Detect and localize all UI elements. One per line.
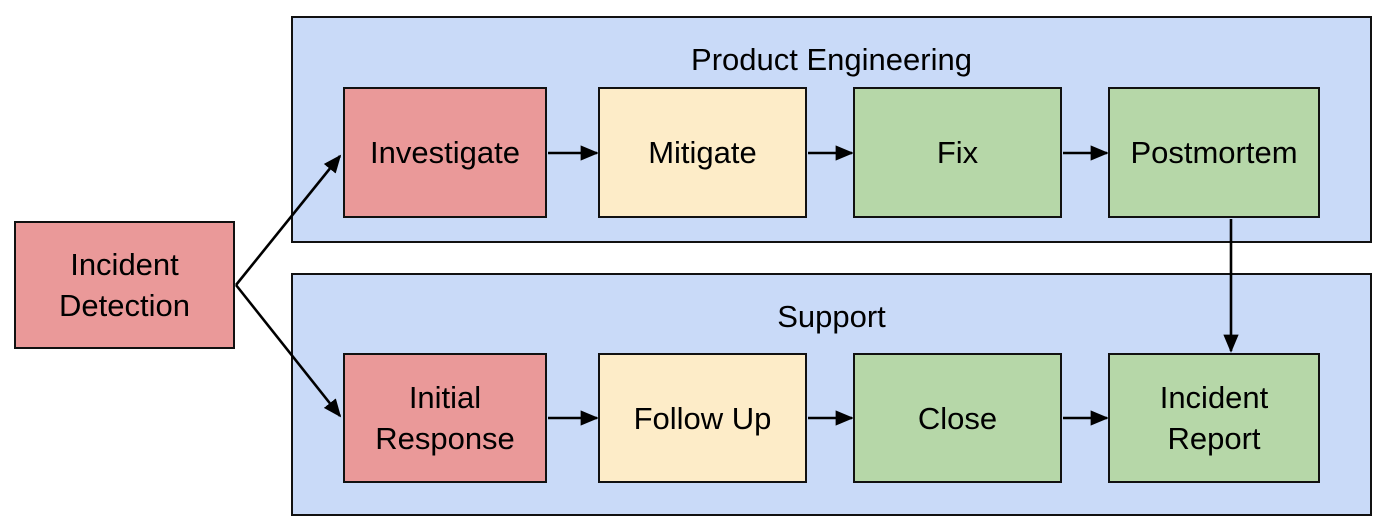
node-investigate[interactable]: Investigate xyxy=(343,87,547,218)
node-investigate-label: Investigate xyxy=(370,135,520,170)
node-postmortem-label: Postmortem xyxy=(1130,135,1298,170)
node-follow-up-label: Follow Up xyxy=(633,400,772,436)
node-initial-response-label: Initial Response xyxy=(375,380,515,456)
node-incident-detection[interactable]: Incident Detection xyxy=(14,221,235,349)
swimlane-support-title: Support xyxy=(777,299,886,334)
node-mitigate-label: Mitigate xyxy=(648,135,757,170)
node-close-label: Close xyxy=(917,400,998,436)
node-fix[interactable]: Fix xyxy=(853,87,1062,218)
node-incident-detection-label: Incident Detection xyxy=(59,247,190,323)
node-fix-label: Fix xyxy=(936,135,979,170)
node-incident-report-label: Incident Report xyxy=(1159,380,1269,456)
node-postmortem[interactable]: Postmortem xyxy=(1108,87,1320,218)
node-initial-response[interactable]: Initial Response xyxy=(343,353,547,483)
node-incident-report[interactable]: Incident Report xyxy=(1108,353,1320,483)
node-close[interactable]: Close xyxy=(853,353,1062,483)
node-mitigate[interactable]: Mitigate xyxy=(598,87,807,218)
swimlane-product-engineering-title: Product Engineering xyxy=(691,42,972,77)
node-follow-up[interactable]: Follow Up xyxy=(598,353,807,483)
